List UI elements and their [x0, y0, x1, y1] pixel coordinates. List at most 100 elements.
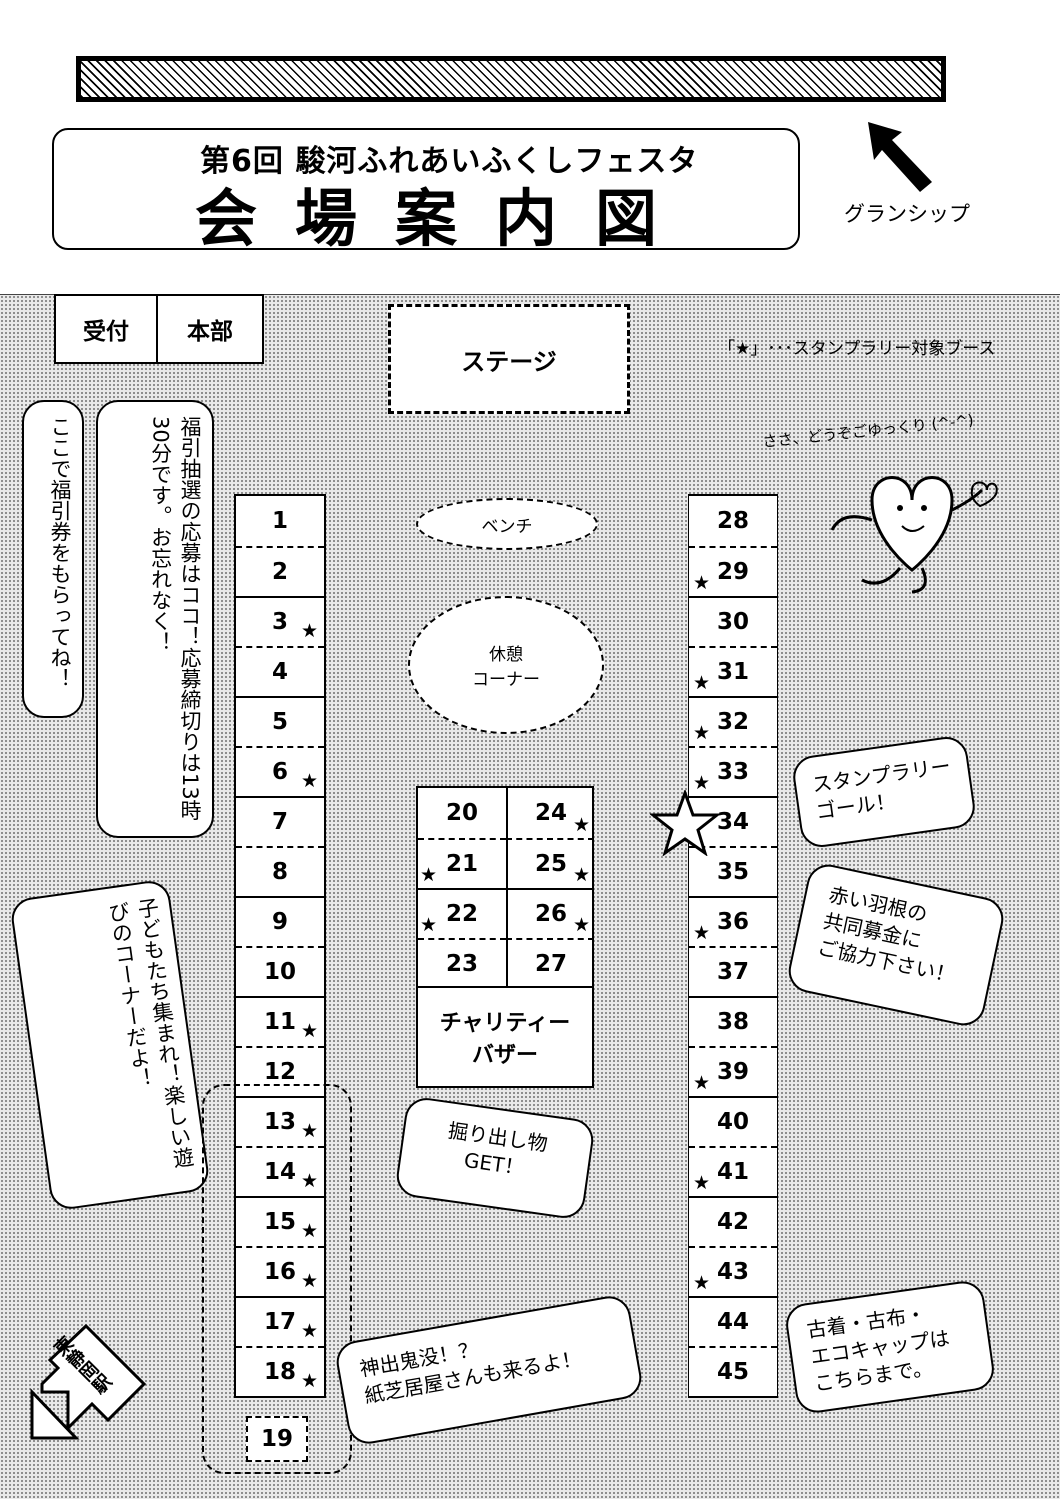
- booth-44: 44: [689, 1296, 777, 1346]
- booth-30: 30: [689, 596, 777, 646]
- booth-1: 1: [236, 496, 324, 546]
- booth-number: 22: [445, 901, 478, 927]
- booth-number: 26: [534, 901, 567, 927]
- booth-number: 11: [263, 1009, 296, 1035]
- booth-number: 10: [263, 959, 296, 985]
- booth-9: 9: [236, 896, 324, 946]
- booth-number: 1: [271, 508, 288, 534]
- reception-booth: 受付: [54, 294, 158, 364]
- booth-25: 25★: [506, 838, 594, 888]
- booth-41: 41★: [689, 1146, 777, 1196]
- stamp-star-icon: ★: [300, 1120, 318, 1142]
- booth-40: 40: [689, 1096, 777, 1146]
- booth-21: 21★: [418, 838, 506, 888]
- stamp-star-icon: ★: [300, 1320, 318, 1342]
- stamp-star-icon: ★: [693, 1172, 711, 1194]
- arrow-up-left-icon: [868, 122, 932, 192]
- charity-line1: チャリティー: [439, 1011, 571, 1036]
- stamp-star-icon: ★: [693, 922, 711, 944]
- booth-number: 32: [716, 709, 749, 735]
- booth-4: 4: [236, 646, 324, 696]
- booth-number: 16: [263, 1259, 296, 1285]
- map-title: 会場案内図: [195, 182, 696, 255]
- booth-5: 5: [236, 696, 324, 746]
- booth-23: 23: [418, 938, 506, 988]
- booth-28: 28: [689, 496, 777, 546]
- booth-39: 39★: [689, 1046, 777, 1096]
- booth-6: 6★: [236, 746, 324, 796]
- title-scroll: [52, 128, 800, 250]
- top-hatched-bar: [76, 56, 946, 102]
- arrow-down-left-icon: [30, 1323, 147, 1440]
- booth-19: 19: [246, 1416, 308, 1462]
- stamp-star-icon: ★: [693, 572, 711, 594]
- booth-17: 17★: [236, 1296, 324, 1346]
- booth-14: 14★: [236, 1146, 324, 1196]
- booth-31: 31★: [689, 646, 777, 696]
- booth-24: 24★: [506, 788, 594, 838]
- booth-26: 26★: [506, 888, 594, 938]
- booth-18: 18★: [236, 1346, 324, 1396]
- stamp-star-icon: ★: [300, 620, 318, 642]
- rest-line1: 休憩: [489, 645, 523, 665]
- charity-bazaar: チャリティー バザー: [416, 986, 594, 1088]
- legend: 「★」･･･スタンプラリー対象ブース: [718, 339, 996, 359]
- booth-13: 13★: [236, 1096, 324, 1146]
- booth-number: 14: [263, 1159, 296, 1185]
- booth-22: 22★: [418, 888, 506, 938]
- booth-number: 13: [263, 1109, 296, 1135]
- booth-43: 43★: [689, 1246, 777, 1296]
- booth-45: 45: [689, 1346, 777, 1396]
- booth-number: 27: [534, 951, 567, 977]
- bench-area: ベンチ: [416, 498, 598, 550]
- stamp-star-icon: ★: [693, 722, 711, 744]
- booth-number: 29: [716, 559, 749, 585]
- stamp-star-icon: ★: [420, 864, 438, 886]
- booth-number: 41: [716, 1159, 749, 1185]
- booth-number: 42: [716, 1209, 749, 1235]
- booth-7: 7: [236, 796, 324, 846]
- booth-36: 36★: [689, 896, 777, 946]
- stamp-star-icon: ★: [693, 1072, 711, 1094]
- booth-16: 16★: [236, 1246, 324, 1296]
- goal-star-icon: [650, 790, 720, 856]
- booth-number: 37: [716, 959, 749, 985]
- kids-corner-area: [202, 1084, 352, 1474]
- booth-10: 10: [236, 946, 324, 996]
- charity-line2: バザー: [471, 1043, 538, 1068]
- booth-33: 33★: [689, 746, 777, 796]
- booth-number: 25: [534, 851, 567, 877]
- booth-11: 11★: [236, 996, 324, 1046]
- booth-3: 3★: [236, 596, 324, 646]
- booth-number: 24: [534, 800, 567, 826]
- stamp-star-icon: ★: [300, 1170, 318, 1192]
- heart-mascot-icon: [830, 476, 998, 594]
- booth-number: 8: [271, 859, 288, 885]
- stage-area: ステージ: [388, 304, 630, 414]
- stamp-star-icon: ★: [693, 672, 711, 694]
- rest-line2: コーナー: [472, 670, 540, 690]
- stamp-star-icon: ★: [572, 864, 590, 886]
- stamp-star-icon: ★: [300, 1220, 318, 1242]
- booth-38: 38: [689, 996, 777, 1046]
- granship-label: グランシップ: [844, 202, 970, 226]
- booth-42: 42: [689, 1196, 777, 1246]
- booth-number: 12: [263, 1059, 296, 1085]
- booth-number: 33: [716, 759, 749, 785]
- stamp-star-icon: ★: [300, 1370, 318, 1392]
- booth-number: 4: [271, 659, 288, 685]
- event-title: 第6回 駿河ふれあいふくしフェスタ: [200, 144, 699, 179]
- bubble-fukubiki-ticket: ここで福引券をもらってね！: [22, 400, 84, 718]
- booth-number: 17: [263, 1309, 296, 1335]
- booth-number: 35: [716, 859, 749, 885]
- booth-number: 45: [716, 1359, 749, 1385]
- booth-12: 12: [236, 1046, 324, 1096]
- booth-number: 43: [716, 1259, 749, 1285]
- booth-27: 27: [506, 938, 594, 988]
- stamp-star-icon: ★: [693, 1272, 711, 1294]
- booth-32: 32★: [689, 696, 777, 746]
- stamp-star-icon: ★: [300, 1270, 318, 1292]
- booth-8: 8: [236, 846, 324, 896]
- booth-number: 38: [716, 1009, 749, 1035]
- stamp-star-icon: ★: [300, 770, 318, 792]
